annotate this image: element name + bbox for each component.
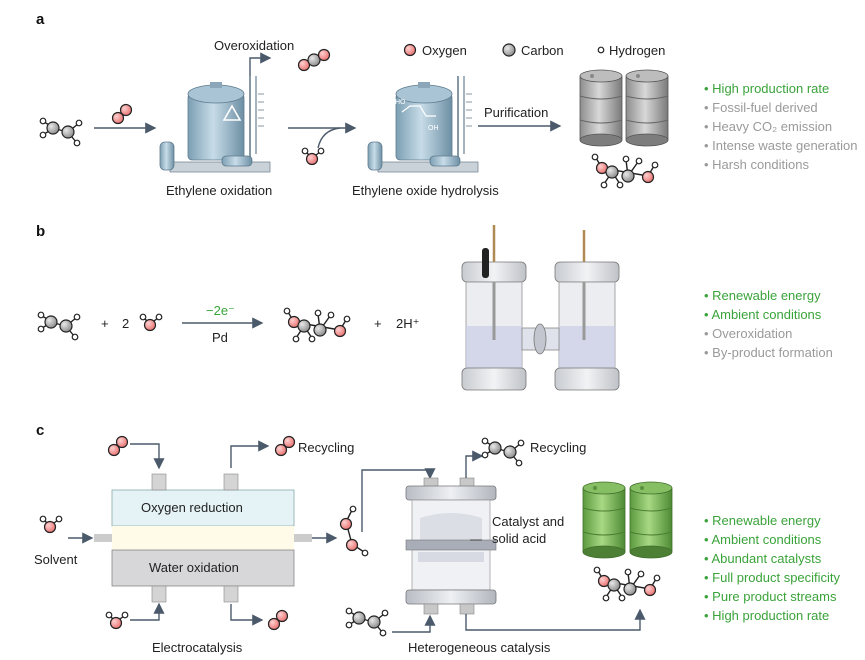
arrow-top-label: −2e⁻: [206, 303, 235, 318]
recycling-arrow-1: [230, 440, 270, 468]
ethylene-oxidation-plant-icon: [159, 75, 271, 173]
overoxidation-arrow: [249, 52, 272, 76]
h-cell-icon: [461, 225, 620, 391]
hydrogen-peroxide-molecule-icon: [339, 505, 369, 557]
panel-a-points: • High production rate • Fossil-fuel der…: [704, 81, 857, 172]
water-molecule-icon: [140, 314, 162, 330]
recycling-label-2: Recycling: [530, 440, 586, 455]
panel-b-points: • Renewable energy • Ambient conditions …: [704, 288, 833, 360]
ethylene-molecule-icon: [40, 118, 82, 146]
oxygen-molecule-icon: [276, 437, 295, 456]
ethylene-glycol-molecule-icon: [284, 308, 350, 342]
ethylene-feed-arrow: [392, 614, 436, 633]
water-molecule-icon: [40, 516, 62, 532]
green-barrel-icon: [582, 481, 626, 559]
panel-c-point: • Ambient conditions: [704, 532, 822, 547]
oxygen-reduction-label: Oxygen reduction: [141, 500, 243, 515]
barrel-icon: [625, 69, 669, 147]
step1-label: Ethylene oxidation: [166, 183, 272, 198]
panel-b-point: • Overoxidation: [704, 326, 792, 341]
barrel-icon: [579, 69, 623, 147]
panel-c-letter: c: [36, 422, 44, 439]
overoxidation-label: Overoxidation: [214, 38, 294, 53]
oxygen-legend-icon: [403, 43, 417, 57]
co2-molecule-icon: [299, 50, 330, 71]
oxygen-feed-arrow: [130, 443, 165, 470]
electrocatalysis-label: Electrocatalysis: [152, 640, 243, 655]
panel-a-letter: a: [36, 11, 45, 28]
panel-b-letter: b: [36, 223, 45, 240]
purification-label: Purification: [484, 105, 548, 120]
legend-carbon: Carbon: [521, 43, 564, 58]
panel-c-point: • Pure product streams: [704, 589, 837, 604]
panel-c-point: • Abundant catalysts: [704, 551, 822, 566]
ethylene-molecule-icon: [482, 438, 524, 466]
water-molecule-icon: [106, 612, 128, 628]
protons-label: 2H⁺: [396, 316, 419, 331]
svg-text:OH: OH: [428, 125, 439, 132]
panel-a-point: • Intense waste generation: [704, 138, 857, 153]
product-arrow: [465, 608, 646, 631]
water-merge-arrow: [317, 127, 341, 149]
ethylene-glycol-molecule-icon: [592, 154, 658, 188]
panel-a-point: • High production rate: [704, 81, 829, 96]
panel-b-point: • Ambient conditions: [704, 307, 822, 322]
peroxide-feed-arrow: [361, 468, 436, 532]
recycling-arrow-2: [465, 450, 484, 478]
electrolyser-icon: [94, 473, 312, 603]
water-feed-arrow: [130, 602, 165, 621]
solvent-label: Solvent: [34, 552, 78, 567]
panel-c-point: • Renewable energy: [704, 513, 821, 528]
panel-c-point: • Full product specificity: [704, 570, 841, 585]
legend: Oxygen Carbon Hydrogen: [403, 43, 665, 58]
panel-a-point: • Harsh conditions: [704, 157, 809, 172]
plus-2: +: [374, 316, 382, 331]
coefficient: 2: [122, 316, 129, 331]
heterogeneous-label: Heterogeneous catalysis: [408, 640, 551, 655]
oxygen-molecule-icon: [269, 611, 288, 630]
panel-a-point: • Heavy CO₂ emission: [704, 119, 832, 134]
oxygen-molecule-icon: [113, 105, 132, 124]
panel-c-points: • Renewable energy • Ambient conditions …: [704, 513, 841, 623]
carbon-legend-icon: [502, 43, 516, 57]
panel-a-point: • Fossil-fuel derived: [704, 100, 818, 115]
oxygen-molecule-icon: [109, 437, 128, 456]
water-molecule-icon: [302, 148, 324, 164]
hydrolysis-plant-icon: [367, 75, 479, 173]
step2-label: Ethylene oxide hydrolysis: [352, 183, 499, 198]
panel-c-point: • High production rate: [704, 608, 829, 623]
panel-b-point: • By-product formation: [704, 345, 833, 360]
flow-reactor-icon: [405, 477, 497, 615]
ethylene-molecule-icon: [38, 312, 80, 340]
arrow-bottom-label: Pd: [212, 330, 228, 345]
oxygen-out-arrow: [230, 604, 264, 626]
plus-1: +: [101, 316, 109, 331]
legend-oxygen: Oxygen: [422, 43, 467, 58]
catalyst-label-2: solid acid: [492, 531, 546, 546]
ethylene-glycol-molecule-icon: [594, 567, 660, 601]
water-oxidation-label: Water oxidation: [149, 560, 239, 575]
green-barrel-icon: [629, 481, 673, 559]
hydrogen-legend-icon: [597, 46, 605, 54]
catalyst-label: Catalyst and: [492, 514, 564, 529]
panel-b-point: • Renewable energy: [704, 288, 821, 303]
recycling-label-1: Recycling: [298, 440, 354, 455]
legend-hydrogen: Hydrogen: [609, 43, 665, 58]
svg-text:HO: HO: [395, 99, 406, 106]
oxide-ring-icon: [222, 104, 242, 121]
ethylene-molecule-icon: [346, 608, 388, 636]
